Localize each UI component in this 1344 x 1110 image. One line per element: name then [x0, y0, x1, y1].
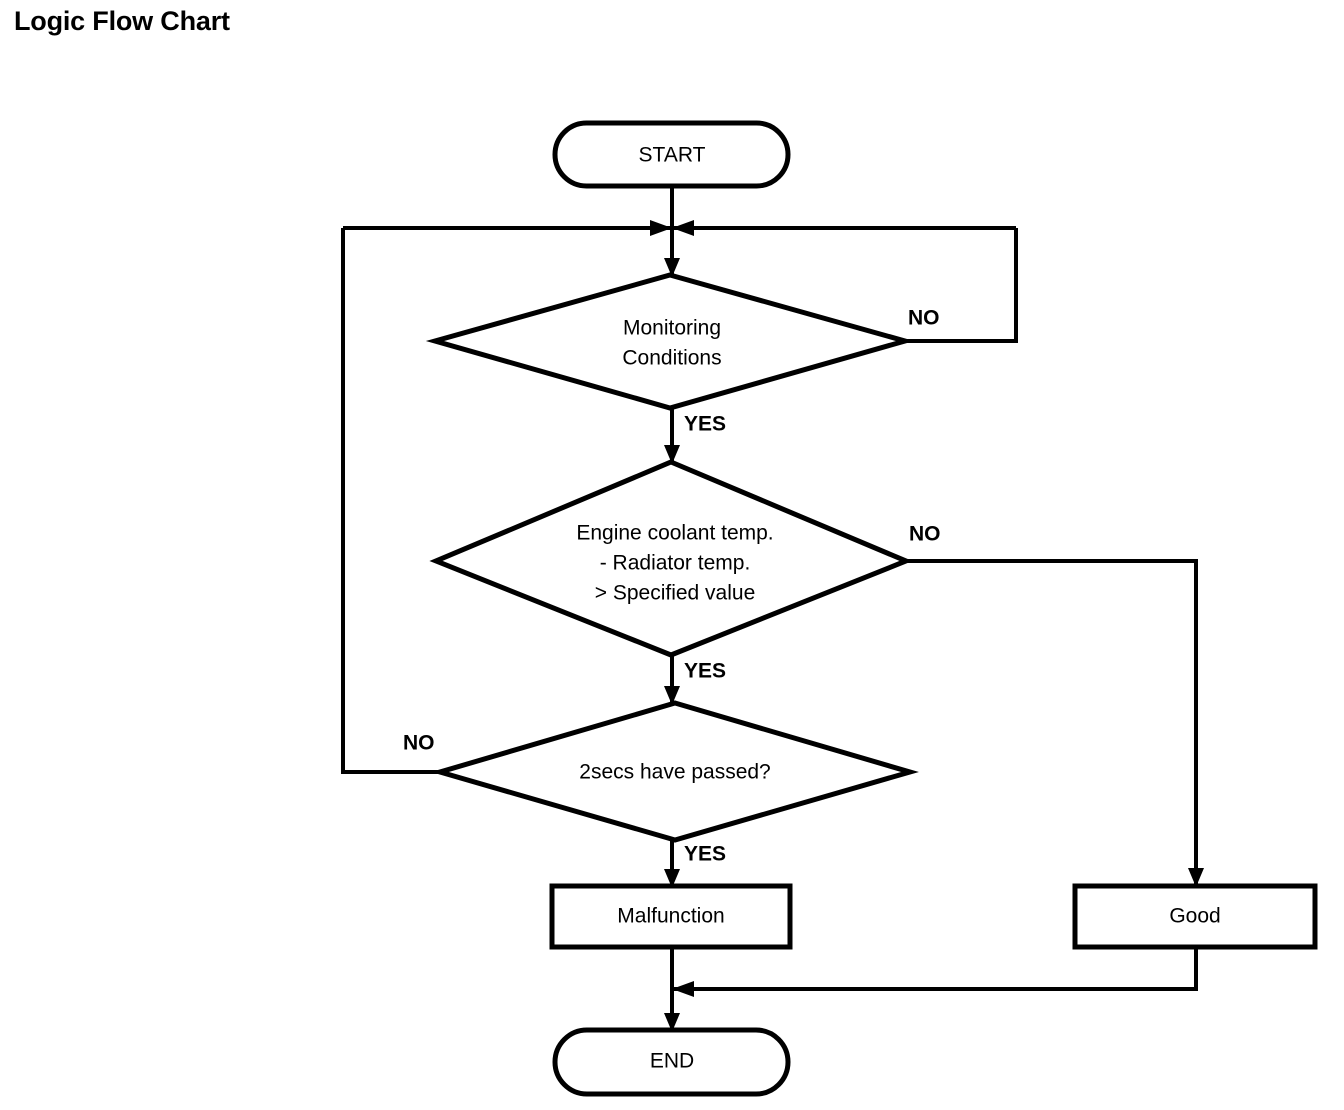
- node-malfunction[interactable]: Malfunction: [549, 883, 793, 950]
- branch-label-coolant-yes: YES: [684, 660, 726, 683]
- node-good[interactable]: Good: [1072, 883, 1318, 950]
- node-end[interactable]: END: [552, 1027, 791, 1097]
- node-end-label: END: [650, 1050, 694, 1073]
- edge-good-to-end: [672, 948, 1198, 997]
- edge-monitoring-no: [905, 228, 1018, 343]
- edge-coolant-no: [906, 559, 1204, 887]
- node-timer-line1: 2secs have passed?: [579, 761, 770, 784]
- node-malfunction-label: Malfunction: [617, 905, 724, 928]
- edge-monitoring-yes: [664, 408, 680, 464]
- branch-label-monitoring-no: NO: [908, 307, 940, 330]
- branch-label-timer-no: NO: [403, 732, 435, 755]
- edge-top-junction-bar: [343, 220, 1016, 236]
- edge-start-to-monitoring: [664, 186, 680, 277]
- edge-coolant-yes: [664, 655, 680, 705]
- node-monitoring-line1: Monitoring: [623, 317, 721, 340]
- page-title: Logic Flow Chart: [14, 6, 230, 36]
- node-monitoring-conditions[interactable]: Monitoring Conditions: [425, 272, 915, 411]
- branch-label-monitoring-yes: YES: [684, 413, 726, 436]
- edge-timer-yes: [664, 840, 680, 888]
- node-coolant-line3: > Specified value: [595, 582, 756, 605]
- node-monitoring-line2: Conditions: [622, 347, 721, 370]
- node-start[interactable]: START: [552, 120, 791, 189]
- branch-label-coolant-no: NO: [909, 523, 941, 546]
- node-coolant-line2: - Radiator temp.: [600, 552, 751, 575]
- node-coolant-check[interactable]: Engine coolant temp. - Radiator temp. > …: [429, 459, 913, 658]
- edge-timer-no: [341, 228, 440, 774]
- node-timer-check[interactable]: 2secs have passed?: [431, 700, 919, 843]
- node-start-label: START: [639, 144, 706, 167]
- branch-label-timer-yes: YES: [684, 843, 726, 866]
- node-coolant-line1: Engine coolant temp.: [576, 522, 773, 545]
- node-good-label: Good: [1169, 905, 1220, 928]
